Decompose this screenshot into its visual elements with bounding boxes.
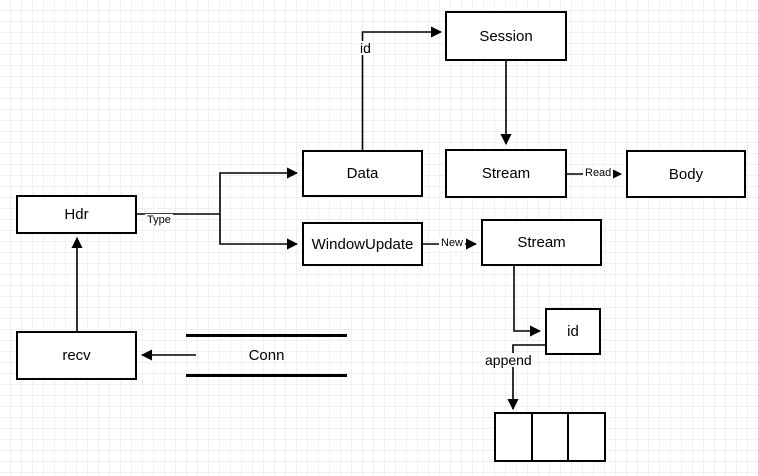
node-session[interactable]: Session: [445, 11, 567, 61]
edge-label-new-text: New: [441, 237, 464, 249]
node-hdr-label: Hdr: [64, 206, 89, 223]
edge-hdr-to-data: [219, 167, 299, 214]
edge-label-type: Type: [145, 214, 173, 227]
node-conn-label: Conn: [248, 347, 285, 364]
edge-label-read: Read: [583, 167, 614, 180]
node-conn[interactable]: Conn: [186, 334, 347, 377]
node-stream-bottom-label: Stream: [517, 234, 566, 251]
node-windowupdate[interactable]: WindowUpdate: [302, 222, 423, 266]
edge-label-append-text: append: [485, 352, 532, 368]
node-data[interactable]: Data: [302, 150, 423, 197]
node-id-label: id: [567, 323, 579, 340]
node-session-label: Session: [479, 27, 533, 45]
append-target-table[interactable]: [494, 412, 606, 462]
node-stream-top-label: Stream: [481, 165, 531, 182]
table-cell[interactable]: [569, 414, 604, 460]
edge-hdr-to-windowupdate: [219, 214, 299, 250]
edge-label-id: id: [358, 41, 373, 55]
node-id[interactable]: id: [545, 308, 601, 355]
edge-label-type-text: Type: [147, 214, 171, 226]
node-hdr[interactable]: Hdr: [16, 195, 137, 234]
edge-data-to-session: [361, 26, 443, 150]
node-windowupdate-label: WindowUpdate: [311, 235, 414, 253]
table-cell[interactable]: [533, 414, 570, 460]
node-recv[interactable]: recv: [16, 331, 137, 380]
node-body-label: Body: [668, 165, 704, 183]
edge-label-read-text: Read: [585, 167, 612, 179]
table-cell[interactable]: [496, 414, 533, 460]
node-body[interactable]: Body: [626, 150, 746, 198]
edge-stream-to-id: [513, 266, 542, 337]
edge-id-to-table: [507, 344, 546, 411]
edge-label-id-text: id: [360, 40, 371, 56]
node-stream-top[interactable]: Stream: [445, 149, 567, 198]
edge-label-new: New: [439, 237, 466, 250]
edge-label-append: append: [483, 353, 534, 367]
node-data-label: Data: [346, 165, 379, 182]
node-stream-bottom[interactable]: Stream: [481, 219, 602, 266]
node-recv-label: recv: [62, 347, 91, 364]
